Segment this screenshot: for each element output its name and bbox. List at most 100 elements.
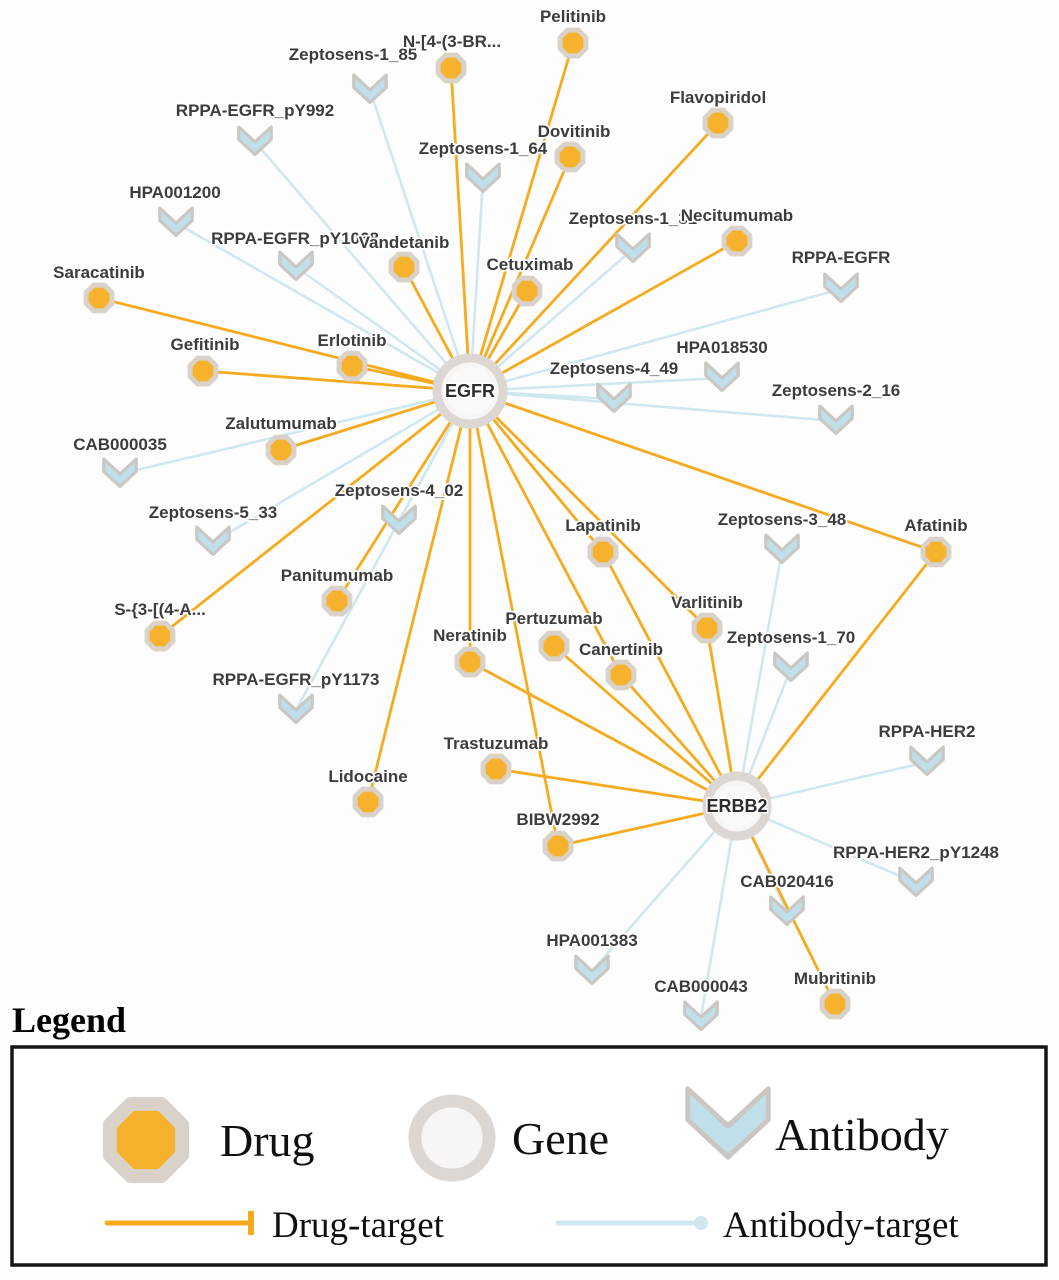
drug-label: Pelitinib (540, 7, 606, 26)
drug-node-mubritinib[interactable] (819, 988, 851, 1020)
drug-octagon-icon (435, 52, 467, 84)
drug-label: Varlitinib (671, 593, 743, 612)
antibody-node-zeptosens-1-70[interactable] (773, 651, 809, 683)
drug-target-edge (735, 550, 938, 808)
antibody-label: CAB020416 (740, 872, 834, 891)
drug-octagon-icon (542, 830, 574, 862)
antibody-label: CAB000043 (654, 977, 748, 996)
drug-label: Flavopiridol (670, 88, 766, 107)
gene-node-erbb2[interactable]: ERBB2 (702, 771, 772, 841)
drug-label: Cetuximab (487, 255, 574, 274)
antibody-node-rppa-egfr[interactable] (823, 272, 859, 304)
antibody-node-hpa018530[interactable] (704, 361, 740, 393)
antibody-target-edge (118, 389, 472, 476)
drug-node-gefitinib[interactable] (187, 355, 219, 387)
antibody-node-cab000043[interactable] (683, 1000, 719, 1032)
drug-label: Erlotinib (318, 331, 387, 350)
drug-node-pelitinib[interactable] (557, 27, 589, 59)
drug-node-pertuzumab[interactable] (538, 630, 570, 662)
drug-target-edge (468, 389, 623, 677)
drug-node-flavopiridol[interactable] (702, 107, 734, 139)
antibody-chevron-icon (465, 162, 501, 194)
antibody-label: Zeptosens-4_02 (335, 481, 464, 500)
antibody-node-zeptosens-1-31[interactable] (615, 232, 651, 264)
drug-octagon-icon (819, 988, 851, 1020)
drug-node-s-3-4-a[interactable] (144, 620, 176, 652)
antibody-node-zeptosens-4-02[interactable] (381, 504, 417, 536)
drug-node-necitumumab[interactable] (721, 225, 753, 257)
drug-node-trastuzumab[interactable] (480, 753, 512, 785)
drug-octagon-icon (336, 350, 368, 382)
gene-node-egfr[interactable]: EGFR (432, 353, 508, 429)
antibody-label: RPPA-EGFR_pY992 (176, 101, 334, 120)
drug-label: S-{3-[(4-A... (114, 600, 206, 619)
drug-target-edge (468, 389, 560, 848)
drug-octagon-icon (721, 225, 753, 257)
drug-octagon-icon (920, 536, 952, 568)
antibody-node-hpa001200[interactable] (158, 206, 194, 238)
drug-label: Gefitinib (171, 335, 240, 354)
antibody-label: RPPA-EGFR (792, 248, 891, 267)
drug-octagon-icon (691, 612, 723, 644)
antibody-chevron-icon (195, 525, 231, 557)
antibody-node-cab020416[interactable] (769, 895, 805, 927)
antibody-label: RPPA-EGFR_pY1173 (213, 670, 380, 689)
drug-node-varlitinib[interactable] (691, 612, 723, 644)
drug-node-afatinib[interactable] (920, 536, 952, 568)
drug-node-lidocaine[interactable] (352, 786, 384, 818)
drug-node-neratinib[interactable] (454, 646, 486, 678)
antibody-chevron-icon (352, 73, 388, 105)
nodes-layer: EGFR ERBB2 (83, 27, 952, 1032)
antibody-target-edge (253, 140, 472, 393)
legend-drug-icon (102, 1096, 190, 1184)
drug-target-edge (468, 239, 739, 393)
antibody-chevron-icon (574, 954, 610, 986)
drug-label: Pertuzumab (505, 609, 602, 628)
antibody-target-edge (468, 389, 838, 423)
antibody-chevron-icon (615, 232, 651, 264)
drug-node-bibw2992[interactable] (542, 830, 574, 862)
antibody-node-hpa001383[interactable] (574, 954, 610, 986)
drug-label: Lapatinib (565, 516, 641, 535)
drug-node-saracatinib[interactable] (83, 282, 115, 314)
antibody-node-cab000035[interactable] (102, 457, 138, 489)
drug-node-n-4-3-br[interactable] (435, 52, 467, 84)
drug-target-edge (158, 389, 472, 638)
drug-label: Lidocaine (328, 767, 407, 786)
drug-node-dovitinib[interactable] (554, 141, 586, 173)
antibody-node-zeptosens-1-64[interactable] (465, 162, 501, 194)
antibody-chevron-icon (773, 651, 809, 683)
drug-octagon-icon (511, 275, 543, 307)
drug-octagon-icon (605, 659, 637, 691)
antibody-chevron-icon (237, 125, 273, 157)
antibody-node-zeptosens-1-85[interactable] (352, 73, 388, 105)
antibody-label: RPPA-HER2 (879, 722, 976, 741)
antibody-node-zeptosens-3-48[interactable] (764, 533, 800, 565)
antibody-node-zeptosens-2-16[interactable] (818, 404, 854, 436)
drug-node-lapatinib[interactable] (587, 536, 619, 568)
drug-node-zalutumumab[interactable] (265, 434, 297, 466)
legend-drug-edge-tee (248, 1211, 254, 1235)
drug-target-edge (201, 369, 472, 393)
drug-node-panitumumab[interactable] (321, 585, 353, 617)
drug-edges (97, 41, 938, 1006)
drug-node-erlotinib[interactable] (336, 350, 368, 382)
antibody-node-rppa-egfr-py1068[interactable] (278, 250, 314, 282)
antibody-node-rppa-her2[interactable] (909, 745, 945, 777)
drug-node-canertinib[interactable] (605, 659, 637, 691)
drug-node-cetuximab[interactable] (511, 275, 543, 307)
antibody-label: RPPA-HER2_pY1248 (833, 843, 999, 862)
drug-node-vandetanib[interactable] (388, 251, 420, 283)
antibody-node-rppa-egfr-py992[interactable] (237, 125, 273, 157)
drug-target-edge (335, 389, 472, 603)
antibody-chevron-icon (823, 272, 859, 304)
labels-layer: Zeptosens-1_85RPPA-EGFR_pY992Zeptosens-1… (51, 5, 1000, 998)
drug-octagon-icon (187, 355, 219, 387)
drug-octagon-icon (554, 141, 586, 173)
antibody-label: HPA001200 (129, 183, 220, 202)
antibody-node-zeptosens-5-33[interactable] (195, 525, 231, 557)
antibody-node-zeptosens-4-49[interactable] (596, 382, 632, 414)
antibody-node-rppa-egfr-py1173[interactable] (278, 693, 314, 725)
antibody-node-rppa-her2-py1248[interactable] (898, 866, 934, 898)
